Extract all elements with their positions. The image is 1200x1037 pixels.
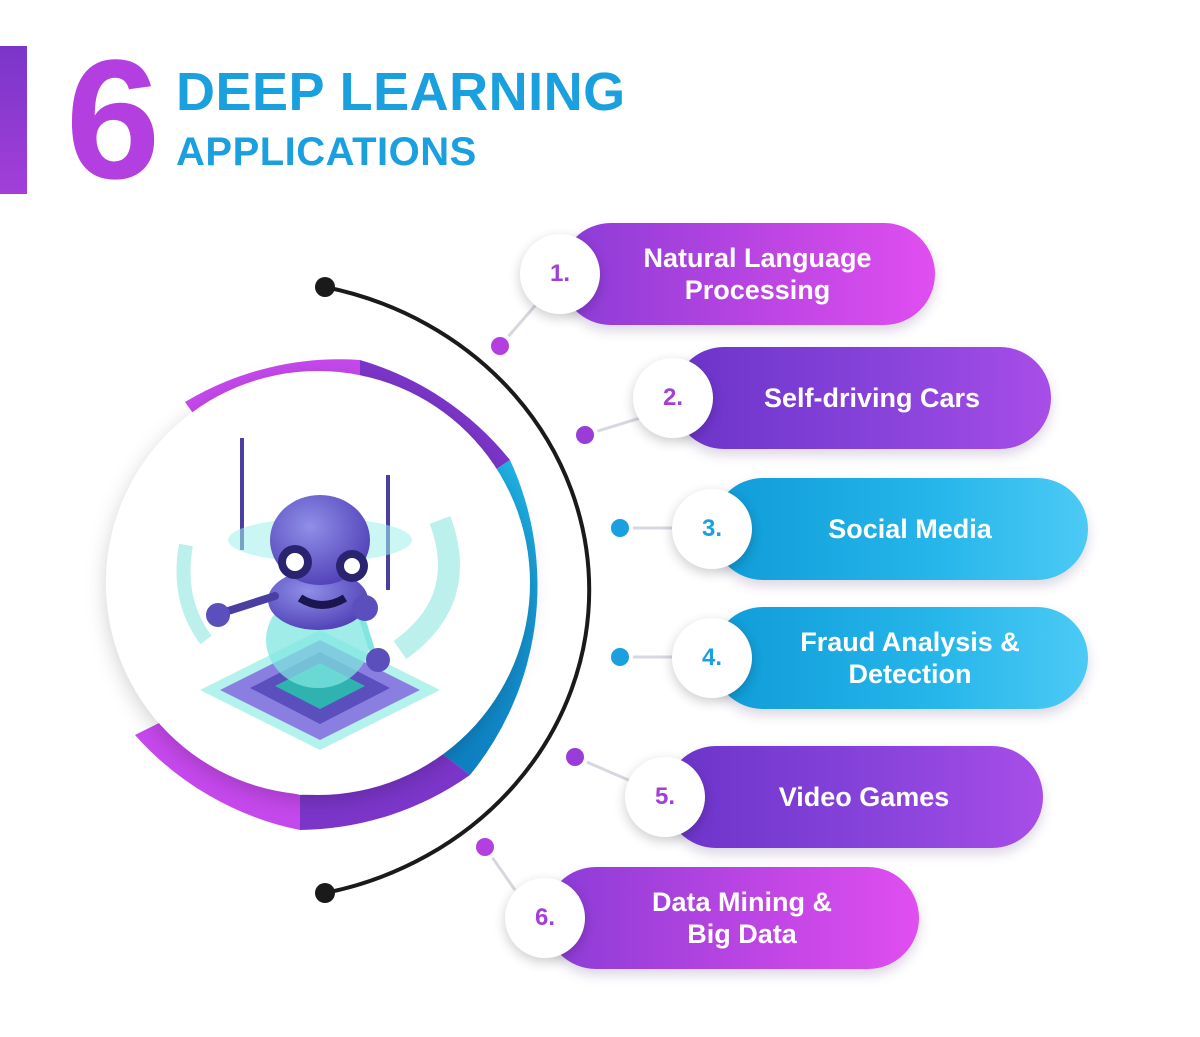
- header-number: 6: [65, 25, 161, 215]
- arc-end-dot: [315, 883, 335, 903]
- node-5: [562, 744, 588, 770]
- item-label-6: Data Mining & Big Data: [652, 887, 832, 949]
- title-line-2: APPLICATIONS: [176, 130, 477, 174]
- item-pill-4: Fraud Analysis & Detection: [712, 607, 1088, 709]
- list-item-5: 5. Video Games: [625, 746, 1043, 848]
- list-item-4: 4. Fraud Analysis & Detection: [672, 607, 1088, 709]
- arc-start-dot: [315, 277, 335, 297]
- node-4: [607, 644, 633, 670]
- item-number-3: 3.: [672, 489, 752, 569]
- item-label-5: Video Games: [778, 782, 950, 812]
- robot-on-chip-icon: [176, 438, 460, 750]
- ring-segment-bottom-left: [135, 720, 300, 830]
- item-number-1: 1.: [520, 234, 600, 314]
- node-6: [472, 834, 498, 860]
- connector-arc: [324, 285, 592, 895]
- item-pill-5: Video Games: [665, 746, 1043, 848]
- list-item-6: 6. Data Mining & Big Data: [505, 867, 919, 969]
- arc-nodes: [472, 333, 633, 860]
- item-label-1: Natural Language Processing: [643, 243, 872, 305]
- node-1: [487, 333, 513, 359]
- item-number-6: 6.: [505, 878, 585, 958]
- list-item-2: 2. Self-driving Cars: [633, 347, 1051, 449]
- node-3: [607, 515, 633, 541]
- item-label-3: Social Media: [828, 514, 992, 544]
- item-label-4: Fraud Analysis & Detection: [800, 627, 1020, 689]
- item-label-2: Self-driving Cars: [763, 383, 981, 413]
- item-number-2: 2.: [633, 358, 713, 438]
- item-pill-6: Data Mining & Big Data: [545, 867, 919, 969]
- ring-segment-bottom: [300, 752, 470, 830]
- node-2: [572, 422, 598, 448]
- list-item-3: 3. Social Media: [672, 478, 1088, 580]
- item-pill-1: Natural Language Processing: [560, 223, 935, 325]
- title-line-1: DEEP LEARNING: [176, 62, 626, 122]
- item-number-4: 4.: [672, 618, 752, 698]
- item-number-5: 5.: [625, 757, 705, 837]
- item-pill-2: Self-driving Cars: [673, 347, 1051, 449]
- item-pill-3: Social Media: [712, 478, 1088, 580]
- list-item-1: 1. Natural Language Processing: [520, 223, 935, 325]
- accent-bar: [0, 46, 27, 194]
